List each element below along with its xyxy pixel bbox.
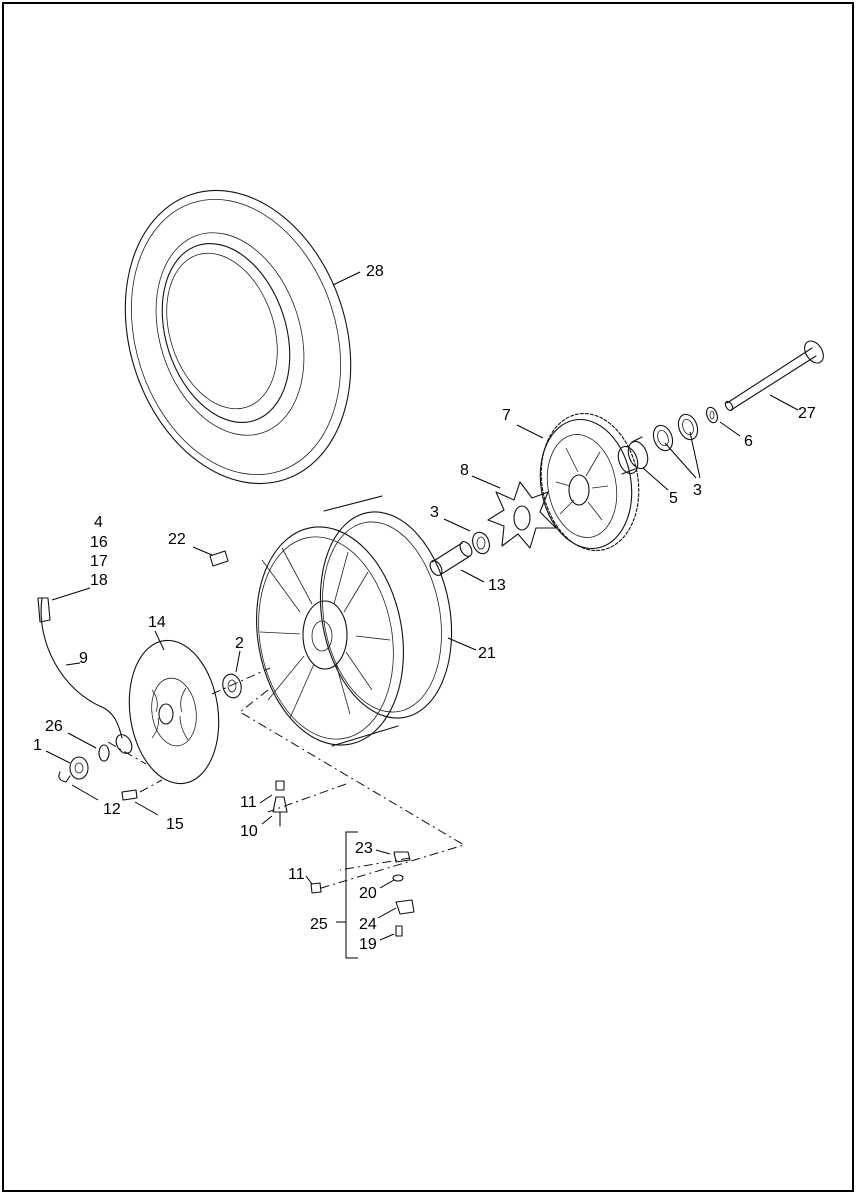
wheel — [256, 495, 453, 747]
callout-21: 21 — [478, 645, 496, 662]
callout-19: 19 — [359, 936, 377, 953]
assembly-lines — [107, 667, 466, 890]
balance-weight — [209, 550, 229, 567]
callout-28: 28 — [366, 263, 384, 280]
bushing — [617, 436, 649, 475]
isolator — [487, 481, 557, 549]
valve-stem — [272, 780, 288, 827]
callout-2: 2 — [235, 635, 244, 652]
spacer-sleeve — [429, 541, 473, 576]
callout-9: 9 — [79, 650, 88, 667]
spacer — [706, 406, 718, 424]
bearing-single — [472, 531, 490, 555]
callout-26: 26 — [45, 718, 63, 735]
callout-4: 4 — [94, 514, 103, 531]
callout-11-bottom: 11 — [288, 866, 305, 883]
tire — [124, 189, 352, 485]
callout-12: 12 — [103, 801, 121, 818]
callout-22: 22 — [168, 531, 186, 548]
callout-10: 10 — [240, 823, 258, 840]
callout-15: 15 — [166, 816, 184, 833]
callout-25: 25 — [310, 916, 328, 933]
callout-17: 17 — [90, 553, 108, 570]
tpms-parts — [310, 851, 415, 937]
callout-24: 24 — [359, 916, 377, 933]
axle — [724, 340, 824, 412]
callout-3-right: 3 — [693, 482, 702, 499]
callout-18: 18 — [90, 572, 108, 589]
callout-11-top: 11 — [240, 794, 257, 811]
callout-8: 8 — [460, 462, 469, 479]
group-bracket — [345, 831, 358, 959]
bearing-pair — [652, 413, 699, 452]
callouts: 28 27 6 7 8 5 3 3 13 21 22 4 16 17 18 14… — [33, 263, 816, 953]
leader-lines — [45, 271, 799, 941]
callout-16: 16 — [90, 534, 108, 551]
callout-7: 7 — [502, 407, 511, 424]
sensor-cable — [37, 597, 133, 754]
callout-23: 23 — [355, 840, 373, 857]
callout-1: 1 — [33, 737, 42, 754]
callout-20: 20 — [359, 885, 377, 902]
callout-3-left: 3 — [430, 504, 439, 521]
callout-14: 14 — [148, 614, 166, 631]
callout-13: 13 — [488, 577, 506, 594]
callout-6: 6 — [744, 433, 753, 450]
sprocket — [539, 412, 640, 552]
axle-nut-set — [58, 744, 138, 801]
callout-27: 27 — [798, 405, 816, 422]
callout-5: 5 — [669, 490, 678, 507]
wheel-bearing — [222, 673, 242, 699]
brake-rotor — [128, 639, 220, 785]
